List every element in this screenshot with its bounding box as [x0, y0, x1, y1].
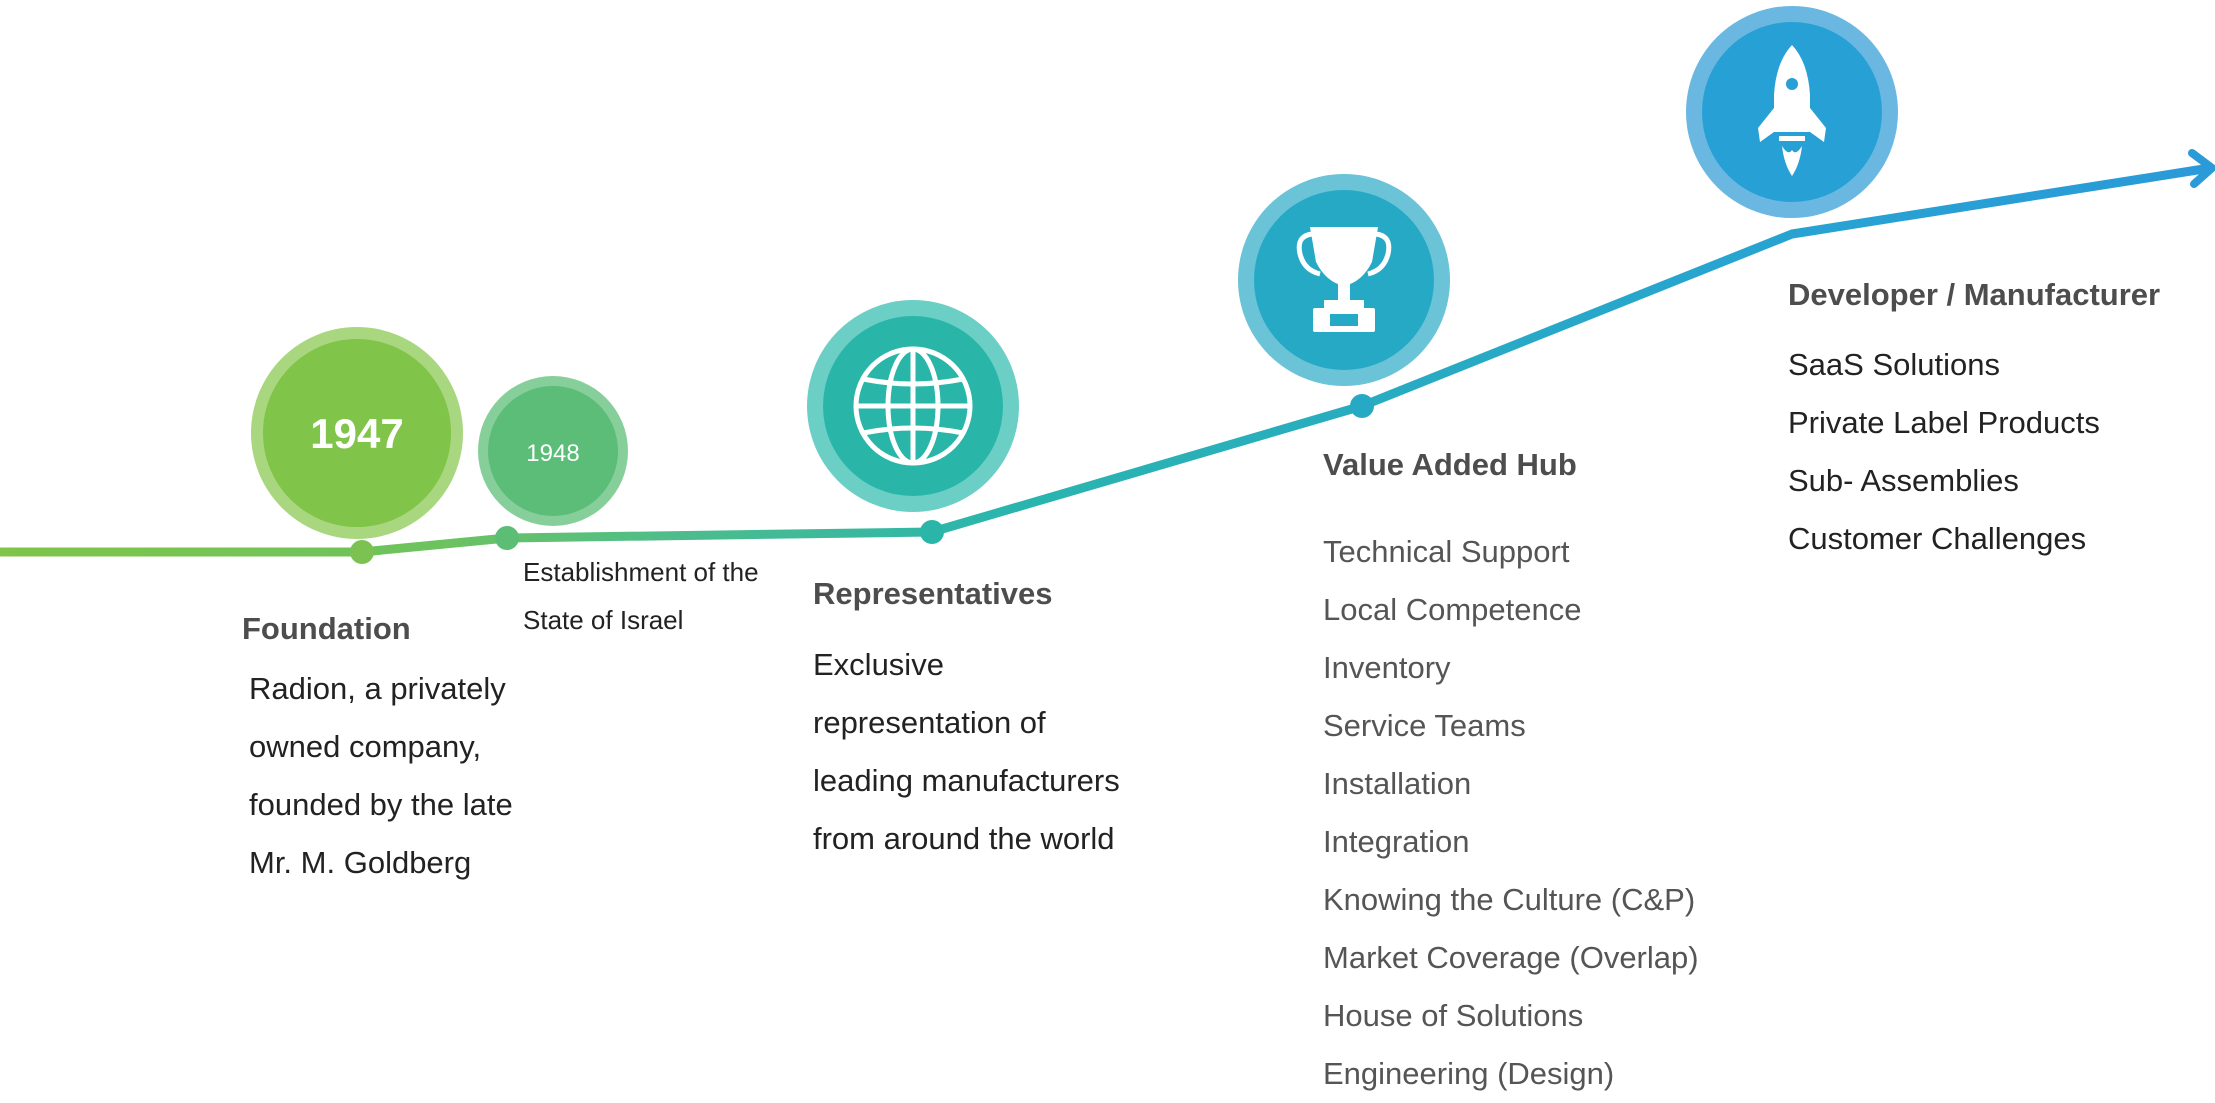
value-added-hub-item: Inventory	[1323, 650, 1451, 685]
foundation-description: Radion, a privately owned company, found…	[249, 660, 513, 892]
circle-label-1948: 1948	[526, 440, 579, 467]
representatives-line: from around the world	[813, 821, 1115, 856]
milestone-circle-value-added-hub	[1238, 174, 1450, 386]
timeline-dot-1947	[350, 540, 374, 564]
israel-line: Establishment of the	[523, 557, 759, 587]
trophy-icon	[1296, 227, 1392, 332]
milestone-circle-1948: 1948	[478, 376, 628, 526]
value-added-hub-heading: Value Added Hub	[1323, 447, 1577, 482]
milestone-circle-1947: 1947	[251, 327, 463, 539]
developer-item: Private Label Products	[1788, 405, 2100, 440]
foundation-line: owned company,	[249, 729, 482, 764]
developer-item: SaaS Solutions	[1788, 347, 2000, 382]
foundation-line: Radion, a privately	[249, 671, 506, 706]
value-added-hub-item: Installation	[1323, 766, 1472, 801]
developer-heading: Developer / Manufacturer	[1788, 277, 2161, 312]
value-added-hub-item: House of Solutions	[1323, 998, 1584, 1033]
value-added-hub-item: Engineering (Design)	[1323, 1056, 1615, 1091]
value-added-hub-item: Market Coverage (Overlap)	[1323, 940, 1699, 975]
timeline-dot-representatives	[920, 520, 944, 544]
developer-item: Sub- Assemblies	[1788, 463, 2019, 498]
circle-label-1947: 1947	[310, 410, 403, 457]
rocket-icon	[1758, 45, 1826, 176]
israel-line: State of Israel	[523, 605, 684, 635]
value-added-hub-item: Local Competence	[1323, 592, 1582, 627]
foundation-line: Mr. M. Goldberg	[249, 845, 472, 880]
value-added-hub-item: Service Teams	[1323, 708, 1526, 743]
representatives-line: leading manufacturers	[813, 763, 1120, 798]
developer-item: Customer Challenges	[1788, 521, 2087, 556]
milestone-circle-developer	[1686, 6, 1898, 218]
foundation-heading: Foundation	[242, 611, 411, 646]
representatives-description: Exclusive representation of leading manu…	[813, 636, 1120, 868]
value-added-hub-item: Integration	[1323, 824, 1470, 859]
timeline-dot-1948	[495, 526, 519, 550]
arrow-head-icon	[2188, 149, 2215, 188]
value-added-hub-item: Technical Support	[1323, 534, 1570, 569]
developer-list: SaaS Solutions Private Label Products Su…	[1788, 336, 2100, 568]
representatives-line: Exclusive	[813, 647, 944, 682]
representatives-heading: Representatives	[813, 576, 1053, 611]
value-added-hub-item: Knowing the Culture (C&P)	[1323, 882, 1696, 917]
representatives-line: representation of	[813, 705, 1046, 740]
timeline-dot-value-added-hub	[1350, 394, 1374, 418]
milestone-circle-representatives	[807, 300, 1019, 512]
value-added-hub-list: Technical Support Local Competence Inven…	[1323, 523, 1699, 1103]
israel-description: Establishment of the State of Israel	[523, 548, 759, 644]
globe-icon	[853, 346, 973, 466]
foundation-line: founded by the late	[249, 787, 513, 822]
